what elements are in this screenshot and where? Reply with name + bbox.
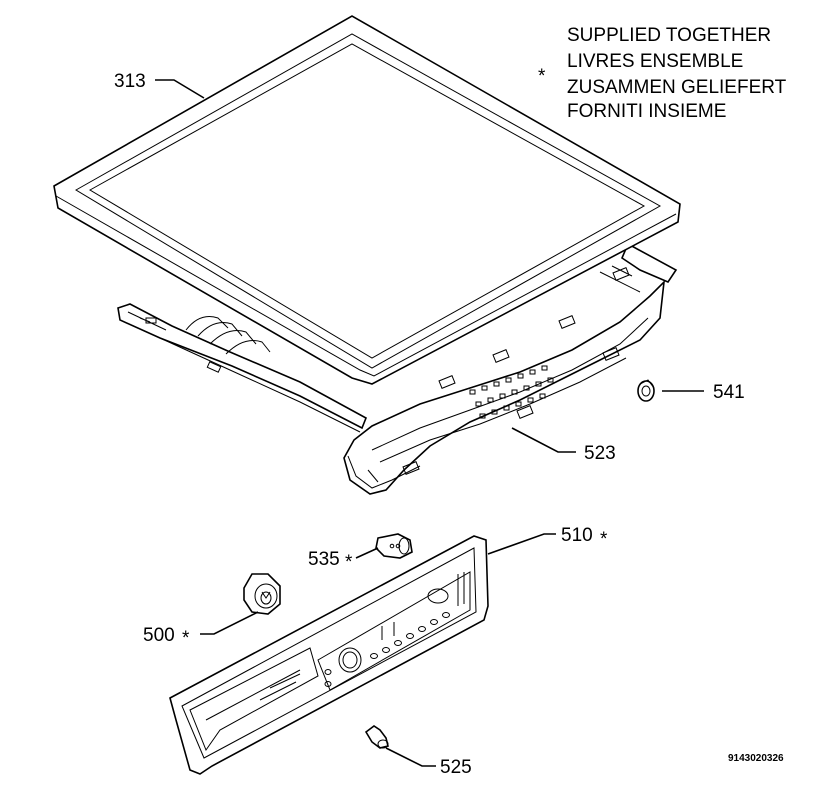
part-label-541: 541 [713,382,745,403]
leader-510 [487,533,556,555]
legend-line-4: FORNITI INSIEME [567,101,726,122]
part-label-313: 313 [114,71,146,92]
part-535-indicator-drawing [375,533,413,559]
part-label-510-mark: * [600,529,608,550]
part-label-535: 535 [308,549,340,570]
part-313-lid-drawing [53,15,681,385]
part-label-500: 500 [143,625,175,646]
part-525-pin-drawing [364,725,389,749]
leader-lines [155,79,704,767]
part-label-510: 510 [561,525,593,546]
part-541-ring-drawing [637,379,655,402]
legend: * SUPPLIED TOGETHER LIVRES ENSEMBLE ZUSA… [538,25,787,122]
part-label-525: 525 [440,757,472,778]
leader-500 [200,611,259,635]
leader-535 [355,547,379,559]
drawing-code: 9143020326 [728,753,784,764]
legend-line-1: SUPPLIED TOGETHER [567,25,771,46]
part-label-500-mark: * [182,628,190,649]
part-label-523: 523 [584,443,616,464]
vent-holes [469,365,554,419]
legend-line-3: ZUSAMMEN GELIEFERT [567,77,787,98]
part-510-panel-drawing [169,535,489,775]
leader-313 [155,79,205,99]
legend-marker: * [538,66,546,87]
part-labels: 313 541 523 510 * 535 * 500 * 525 [114,71,745,778]
leader-525 [385,747,436,767]
part-label-535-mark: * [345,552,353,573]
part-523-frame-drawing [117,242,678,495]
part-500-knob-drawing [243,573,281,615]
legend-line-2: LIVRES ENSEMBLE [567,51,743,72]
leader-523 [511,427,576,453]
